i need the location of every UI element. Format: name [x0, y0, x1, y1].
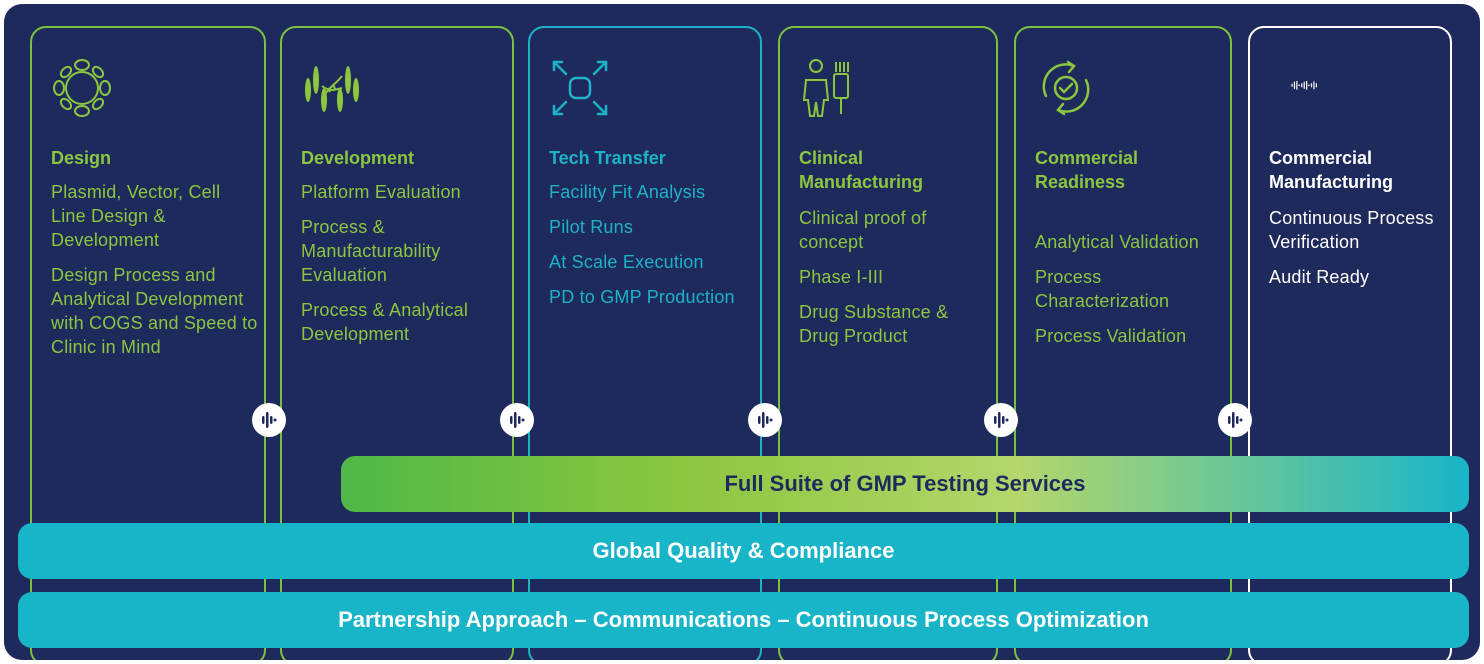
stage-title: Development — [301, 148, 415, 168]
stage-item: Process & Manufacturability Evaluation — [301, 217, 441, 285]
stage-item: Phase I-III — [799, 267, 884, 287]
connector-node — [748, 403, 782, 437]
stage-development: Development Platform Evaluation Process … — [280, 26, 514, 660]
stage-title: Tech Transfer — [549, 148, 666, 168]
dna-ring-icon — [53, 59, 111, 117]
stage-item: At Scale Execution — [549, 252, 704, 272]
stage-item: Process Validation — [1035, 326, 1187, 346]
expand-arrows-icon — [552, 60, 608, 116]
stage-item: Platform Evaluation — [301, 182, 461, 202]
stage-item: Facility Fit Analysis — [549, 182, 706, 202]
stage-item: Plasmid, Vector, Cell Line Design & Deve… — [51, 182, 221, 250]
stage-title: Design — [51, 148, 112, 168]
waveform-icon — [1291, 80, 1317, 90]
waveform-icon — [262, 412, 277, 428]
stage-item: Analytical Validation — [1035, 232, 1199, 252]
stage-item: Process Characterization — [1035, 267, 1170, 311]
stage-commercial-manufacturing: Commercial Manufacturing Continuous Proc… — [1248, 26, 1452, 660]
diagram-frame: Design Plasmid, Vector, Cell Line Design… — [4, 4, 1480, 660]
stage-item: Audit Ready — [1269, 267, 1370, 287]
cleanroom-suit-icon — [802, 59, 849, 117]
connector-node — [252, 403, 286, 437]
stage-item: Drug Substance & Drug Product — [799, 302, 949, 346]
waveform-icon — [758, 412, 773, 428]
connector-node — [500, 403, 534, 437]
quality-compliance-bar: Global Quality & Compliance — [18, 523, 1469, 579]
waveform-icon — [510, 412, 525, 428]
stage-item: Design Process and Analytical Developmen… — [51, 265, 258, 357]
stage-title: Commercial Manufacturing — [1269, 148, 1393, 192]
stage-item: Process & Analytical Development — [301, 300, 469, 344]
stage-tech-transfer: Tech Transfer Facility Fit Analysis Pilo… — [528, 26, 762, 660]
stage-design: Design Plasmid, Vector, Cell Line Design… — [30, 26, 266, 660]
stage-title: Commercial Readiness — [1035, 148, 1139, 192]
stage-commercial-readiness: Commercial Readiness Analytical Validati… — [1014, 26, 1232, 660]
gmp-testing-bar: Full Suite of GMP Testing Services — [341, 456, 1469, 512]
dna-strand-icon — [305, 66, 359, 112]
partnership-bar: Partnership Approach – Communications – … — [18, 592, 1469, 648]
stage-item: Pilot Runs — [549, 217, 634, 237]
connector-node — [984, 403, 1018, 437]
stage-item: PD to GMP Production — [549, 287, 735, 307]
cycle-check-icon — [1042, 60, 1090, 116]
waveform-icon — [994, 412, 1009, 428]
waveform-icon — [1228, 412, 1243, 428]
stage-title: Clinical Manufacturing — [799, 148, 923, 192]
stage-item: Clinical proof of concept — [799, 208, 927, 252]
stage-item: Continuous Process Verification — [1269, 208, 1434, 252]
stage-clinical-manufacturing: Clinical Manufacturing Clinical proof of… — [778, 26, 998, 660]
connector-node — [1218, 403, 1252, 437]
